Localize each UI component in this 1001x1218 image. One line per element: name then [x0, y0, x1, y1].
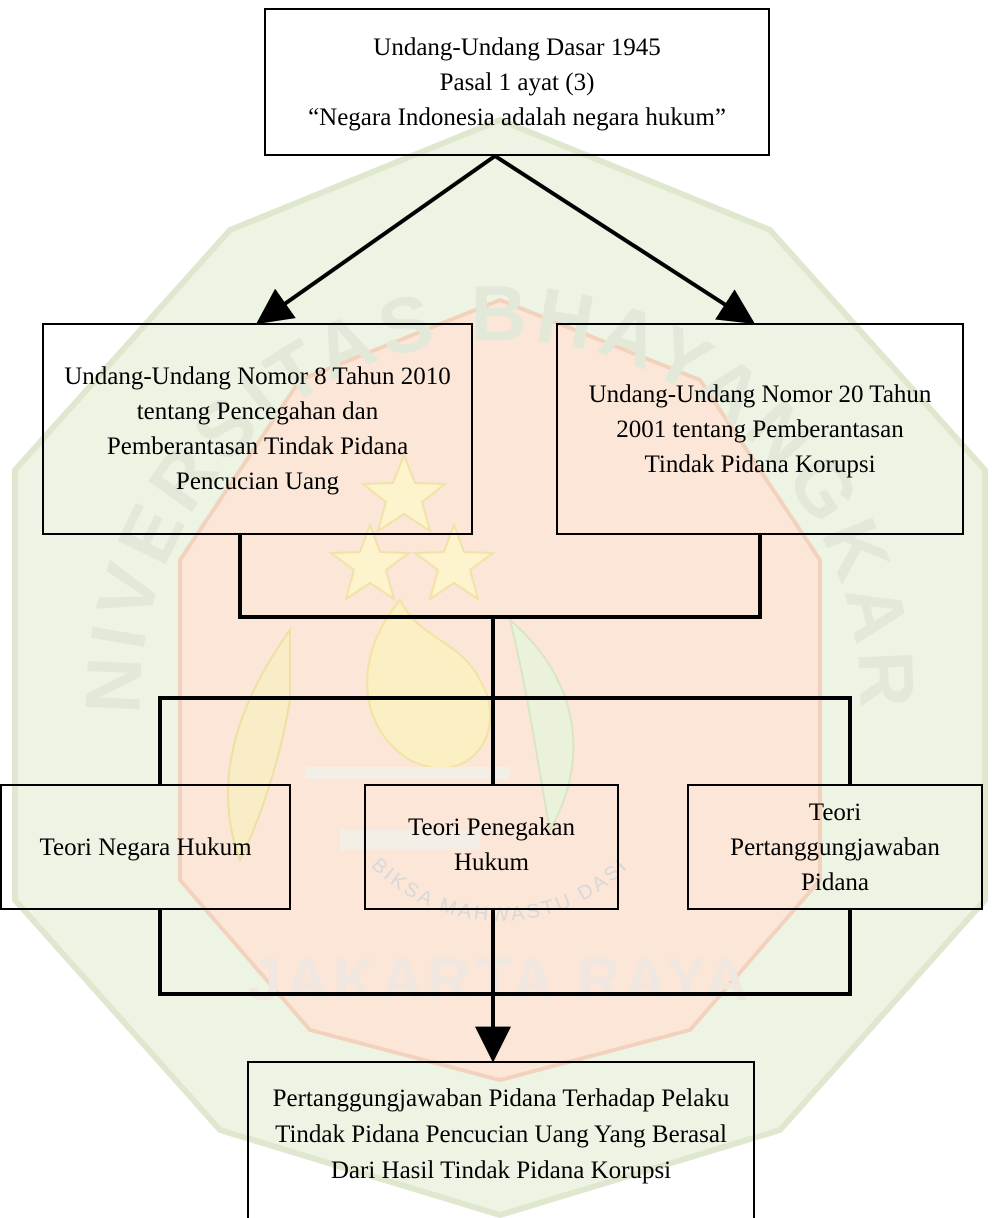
constitution-box: Undang-Undang Dasar 1945 Pasal 1 ayat (3… — [264, 8, 770, 156]
money-laundering-law-box: Undang-Undang Nomor 8 Tahun 2010 tentang… — [42, 323, 473, 535]
theory-criminal-liability-text: Teori Pertanggungjawaban Pidana — [730, 798, 940, 896]
theories-bottom-bracket — [158, 910, 852, 996]
constitution-text: Undang-Undang Dasar 1945 Pasal 1 ayat (3… — [308, 33, 726, 131]
theory-rule-of-law-text: Teori Negara Hukum — [39, 833, 252, 861]
research-topic-text: Pertanggungjawaban Pidana Terhadap Pelak… — [272, 1085, 730, 1184]
theory-law-enforcement-box: Teori Penegakan Hukum — [364, 784, 619, 910]
theory-rule-of-law-box: Teori Negara Hukum — [0, 784, 291, 910]
laws-merge-bracket — [238, 535, 762, 619]
arrow-top-to-left-law — [256, 154, 497, 325]
corruption-law-box: Undang-Undang Nomor 20 Tahun 2001 tentan… — [556, 323, 964, 535]
arrow-top-to-right-law — [493, 154, 756, 324]
corruption-law-text: Undang-Undang Nomor 20 Tahun 2001 tentan… — [588, 380, 932, 478]
theory-criminal-liability-box: Teori Pertanggungjawaban Pidana — [687, 784, 983, 910]
theories-top-bracket — [158, 696, 852, 784]
money-laundering-law-text: Undang-Undang Nomor 8 Tahun 2010 tentang… — [64, 363, 451, 495]
research-topic-box: Pertanggungjawaban Pidana Terhadap Pelak… — [247, 1061, 755, 1218]
theory-law-enforcement-text: Teori Penegakan Hukum — [408, 814, 575, 876]
